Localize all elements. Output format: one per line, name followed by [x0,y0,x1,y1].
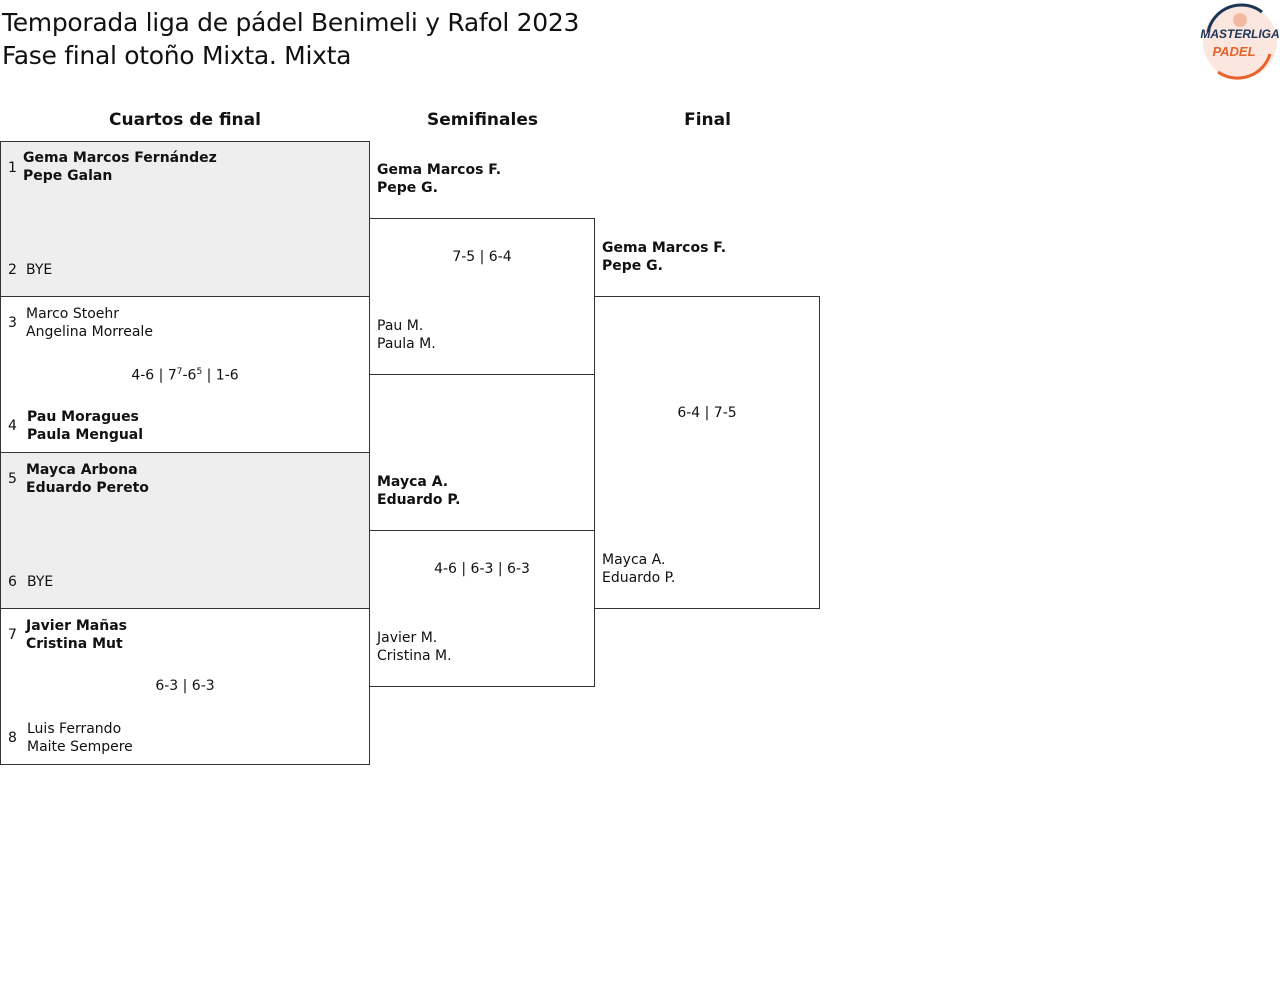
seed-number: 6 [8,574,17,590]
final-match [594,296,820,609]
svg-text:MASTERLIGA: MASTERLIGA [1200,27,1279,41]
round-header-semifinals: Semifinales [427,110,538,130]
team-player: Gema Marcos Fernández [23,150,217,166]
bye-label: BYE [26,262,53,278]
team-player: Paula M. [377,336,436,352]
team-player: Gema Marcos F. [602,240,727,256]
team-player: Mayca A. [377,474,449,490]
masterliga-logo: MASTERLIGA PADEL [1200,3,1280,80]
team-player: Eduardo P. [602,570,676,586]
match-score: 6-3 | 6-3 [155,678,215,694]
match-score: 4-6 | 77-65 | 1-6 [131,367,239,384]
team-player: Cristina Mut [26,636,123,652]
match-score: 6-4 | 7-5 [677,405,737,421]
svg-text:PADEL: PADEL [1212,44,1255,59]
team-player: Pepe G. [377,180,438,196]
seed-number: 3 [8,315,17,331]
round-header-final: Final [684,110,731,130]
team-player: Eduardo Pereto [26,480,149,496]
team-player: Cristina M. [377,648,452,664]
team-player: Pepe Galan [23,168,113,184]
page-subtitle: Fase final otoño Mixta. Mixta [2,41,352,70]
seed-number: 2 [8,262,17,278]
team-player: Javier Mañas [26,618,127,634]
team-player: Pau Moragues [27,409,139,425]
match-score: 7-5 | 6-4 [452,249,512,265]
round-header-quarterfinals: Cuartos de final [109,110,261,130]
seed-number: 4 [8,418,17,434]
seed-number: 1 [8,160,17,176]
seed-number: 8 [8,730,17,746]
team-player: Angelina Morreale [26,324,153,340]
seed-number: 5 [8,471,17,487]
team-player: Paula Mengual [27,427,144,443]
bye-label: BYE [27,574,54,590]
team-player: Pau M. [377,318,424,334]
team-player: Mayca Arbona [26,462,138,478]
match-score: 4-6 | 6-3 | 6-3 [434,561,530,577]
team-player: Gema Marcos F. [377,162,502,178]
team-player: Pepe G. [602,258,663,274]
seed-number: 7 [8,627,17,643]
team-player: Eduardo P. [377,492,461,508]
team-player: Javier M. [377,630,438,646]
team-player: Luis Ferrando [27,721,122,737]
page-title: Temporada liga de pádel Benimeli y Rafol… [2,8,580,37]
team-player: Maite Sempere [27,739,133,755]
team-player: Marco Stoehr [26,306,120,322]
team-player: Mayca A. [602,552,666,568]
